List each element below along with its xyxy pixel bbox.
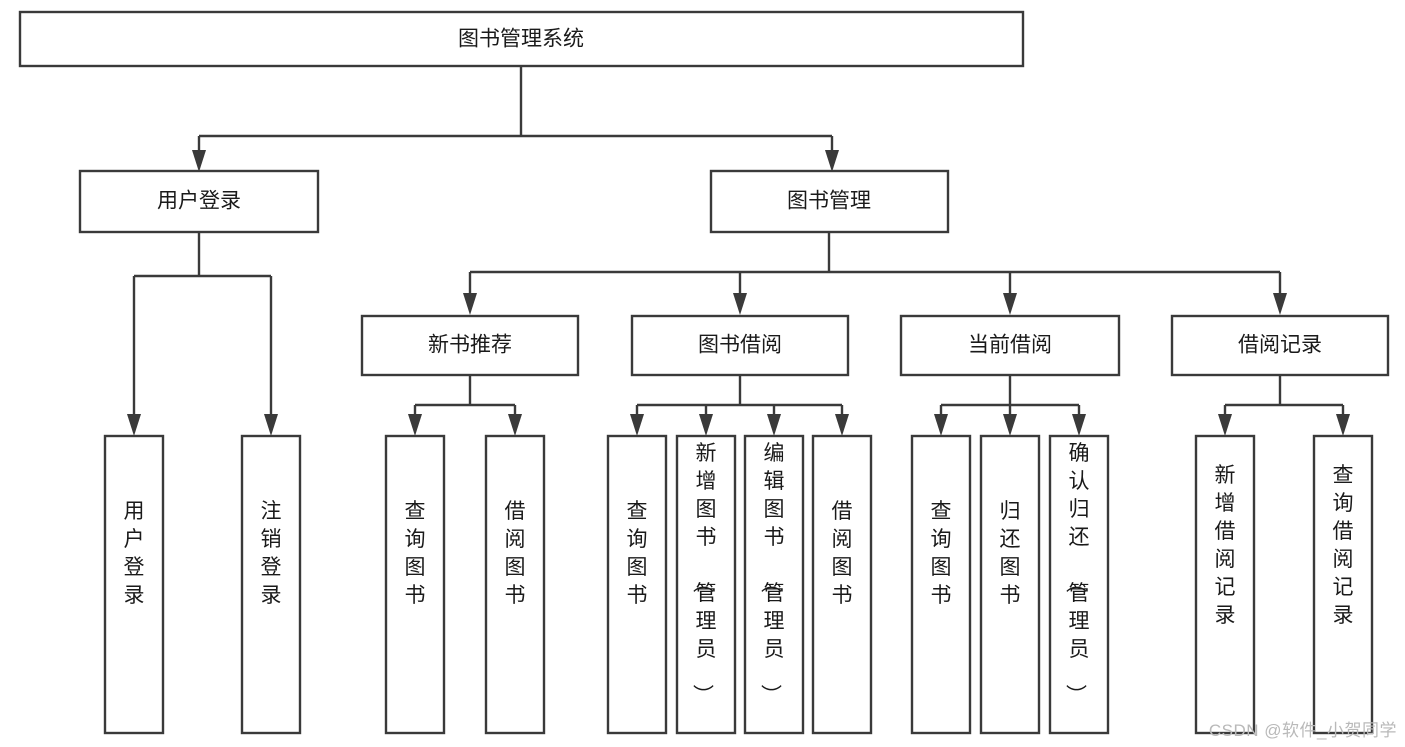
connector-new-book-rec-trunk — [413, 375, 517, 424]
arrowhead-to-leaf-query-record — [1336, 414, 1350, 436]
node-book-borrow-label: 图书借阅 — [698, 334, 782, 357]
node-book-manage[interactable]: 图书管理 — [709, 169, 950, 234]
connector-borrow-record-trunk — [1223, 375, 1345, 424]
arrowhead-to-leaf-borrow-book-b — [835, 414, 849, 436]
connector-layer — [127, 66, 1350, 436]
node-borrow-record[interactable]: 借阅记录 — [1170, 314, 1390, 377]
arrowhead-to-current-borrow — [1003, 293, 1017, 315]
node-leaf-query-book-b-label: 查询图书 — [627, 500, 648, 607]
connector-root-trunk — [197, 66, 834, 160]
connector-book-manage-trunk — [468, 232, 1282, 303]
node-current-borrow[interactable]: 当前借阅 — [899, 314, 1121, 377]
arrowhead-to-book-borrow — [733, 293, 747, 315]
node-current-borrow-label: 当前借阅 — [968, 334, 1052, 357]
node-leaf-return-book[interactable]: 归还图书 — [979, 434, 1041, 735]
arrowhead-to-new-book-rec — [463, 293, 477, 315]
arrowhead-to-user-login — [192, 150, 206, 172]
node-leaf-borrow-book-b[interactable]: 借阅图书 — [811, 434, 873, 735]
node-leaf-query-record-label: 查询借阅记录 — [1333, 464, 1354, 627]
arrowhead-to-borrow-record — [1273, 293, 1287, 315]
arrowhead-to-leaf-query-book-b — [630, 414, 644, 436]
node-leaf-query-record[interactable]: 查询借阅记录 — [1312, 434, 1374, 735]
node-root[interactable]: 图书管理系统 — [18, 10, 1025, 68]
arrowhead-to-leaf-return-book — [1003, 414, 1017, 436]
arrowhead-to-leaf-query-book-c — [934, 414, 948, 436]
node-user-login-label: 用户登录 — [157, 190, 241, 213]
node-leaf-user-login[interactable]: 用户登录 — [103, 434, 165, 735]
node-leaf-user-login-label: 用户登录 — [124, 500, 145, 607]
node-leaf-query-book-a-label: 查询图书 — [405, 500, 426, 607]
arrowhead-to-leaf-add-record — [1218, 414, 1232, 436]
node-leaf-confirm-return-label: 确认归还（管理员） — [1064, 442, 1090, 705]
arrowhead-to-leaf-logout — [264, 414, 278, 436]
node-leaf-query-book-a[interactable]: 查询图书 — [384, 434, 446, 735]
node-leaf-confirm-return[interactable]: 确认归还（管理员） — [1048, 434, 1110, 735]
node-book-borrow[interactable]: 图书借阅 — [630, 314, 850, 377]
node-new-book-rec-label: 新书推荐 — [428, 334, 512, 357]
node-leaf-borrow-book-b-label: 借阅图书 — [832, 500, 853, 607]
node-leaf-edit-book-label: 编辑图书（管理员） — [759, 442, 785, 705]
node-leaf-borrow-book-a[interactable]: 借阅图书 — [484, 434, 546, 735]
arrowhead-to-leaf-edit-book — [767, 414, 781, 436]
node-leaf-logout-label: 注销登录 — [261, 500, 282, 607]
connector-book-borrow-trunk — [635, 375, 844, 424]
node-leaf-query-book-c[interactable]: 查询图书 — [910, 434, 972, 735]
node-leaf-query-book-c-label: 查询图书 — [931, 500, 952, 607]
node-leaf-add-record-label: 新增借阅记录 — [1215, 464, 1236, 627]
node-leaf-add-book[interactable]: 新增图书（管理员） — [675, 434, 737, 735]
node-leaf-add-book-label: 新增图书（管理员） — [691, 442, 717, 705]
arrowhead-to-book-manage — [825, 150, 839, 172]
node-leaf-edit-book[interactable]: 编辑图书（管理员） — [743, 434, 805, 735]
node-leaf-borrow-book-a-label: 借阅图书 — [505, 500, 526, 607]
node-borrow-record-label: 借阅记录 — [1238, 334, 1322, 357]
connector-user-login-trunk — [132, 232, 273, 424]
arrowhead-to-leaf-query-book-a — [408, 414, 422, 436]
node-user-login[interactable]: 用户登录 — [78, 169, 320, 234]
node-leaf-add-record[interactable]: 新增借阅记录 — [1194, 434, 1256, 735]
node-leaf-return-book-label: 归还图书 — [1000, 500, 1021, 607]
arrowhead-to-leaf-add-book — [699, 414, 713, 436]
arrowhead-to-leaf-user-login — [127, 414, 141, 436]
node-new-book-rec[interactable]: 新书推荐 — [360, 314, 580, 377]
arrowhead-to-leaf-confirm-return — [1072, 414, 1086, 436]
node-leaf-query-book-b[interactable]: 查询图书 — [606, 434, 668, 735]
csdn-watermark: CSDN @软件_小贺同学 — [1208, 721, 1397, 740]
node-leaf-logout[interactable]: 注销登录 — [240, 434, 302, 735]
node-book-manage-label: 图书管理 — [787, 190, 871, 213]
arrowhead-to-leaf-borrow-book-a — [508, 414, 522, 436]
node-root-label: 图书管理系统 — [458, 28, 584, 51]
